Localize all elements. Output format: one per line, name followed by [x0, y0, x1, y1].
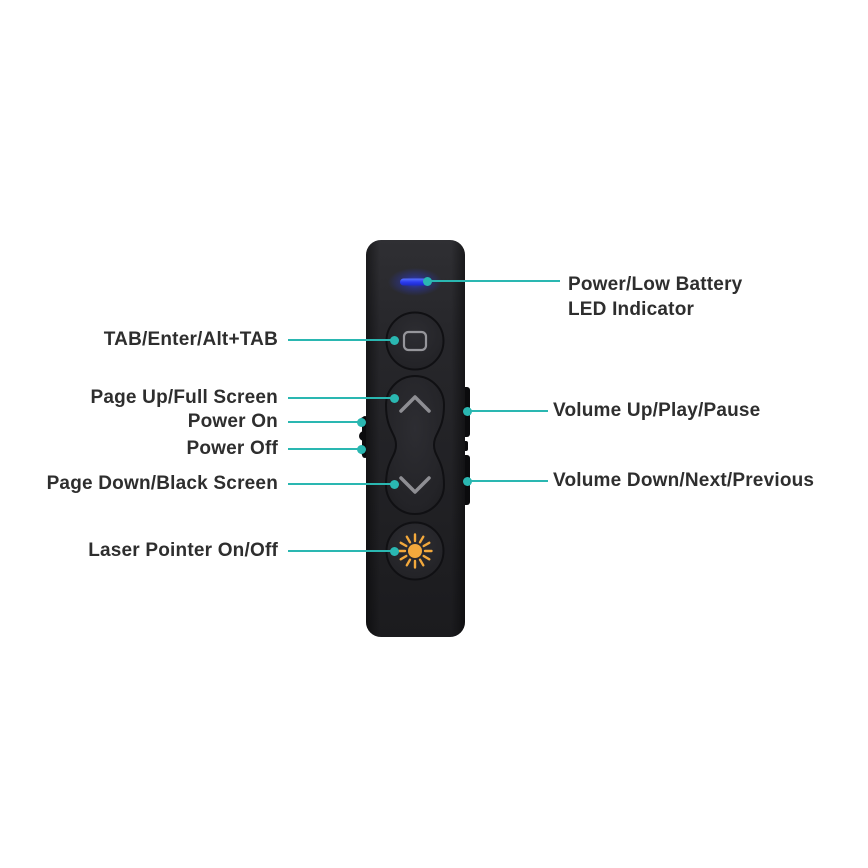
leader-line-page-down — [288, 479, 399, 489]
callout-label-page-down: Page Down/Black Screen — [46, 473, 278, 494]
leader-dot-led — [423, 276, 432, 286]
chevron-up-icon — [399, 395, 431, 413]
leader-dot-volume-down — [463, 476, 472, 486]
led-indicator — [400, 278, 430, 286]
chevron-down-icon — [399, 476, 431, 494]
callout-label-led-line1: Power/Low Battery — [568, 274, 743, 295]
callout-label-page-up: Page Up/Full Screen — [90, 387, 278, 408]
leader-line-power-off — [288, 444, 366, 454]
presenter-remote-illustration — [359, 240, 470, 637]
callout-label-volume-up: Volume Up/Play/Pause — [553, 400, 761, 421]
leader-dot-tab — [390, 335, 399, 345]
callout-label-laser: Laser Pointer On/Off — [88, 540, 278, 561]
leader-line-power-on — [288, 417, 366, 427]
leader-line-volume-up — [463, 406, 548, 416]
leader-line-laser — [288, 546, 399, 556]
leader-dot-volume-up — [463, 406, 472, 416]
leader-line-page-up — [288, 393, 399, 403]
callout-label-power-on: Power On — [187, 411, 278, 432]
leader-line-led — [423, 276, 560, 286]
tab-key-icon — [402, 330, 428, 352]
leader-dot-power-on — [357, 417, 366, 427]
callout-label-volume-down: Volume Down/Next/Previous — [553, 470, 815, 491]
laser-sunburst-icon — [397, 533, 433, 569]
callout-label-led-line2: LED Indicator — [568, 299, 695, 320]
callout-label-power-off: Power Off — [186, 438, 278, 459]
callout-label-led: Power/Low Battery LED Indicator — [568, 272, 742, 322]
leader-dot-laser — [390, 546, 399, 556]
callout-label-tab: TAB/Enter/Alt+TAB — [103, 329, 278, 350]
tab-button — [385, 311, 445, 371]
leader-dot-power-off — [357, 444, 366, 454]
leader-dot-page-up — [390, 393, 399, 403]
leader-line-tab — [288, 335, 399, 345]
leader-dot-page-down — [390, 479, 399, 489]
leader-line-volume-down — [463, 476, 548, 486]
